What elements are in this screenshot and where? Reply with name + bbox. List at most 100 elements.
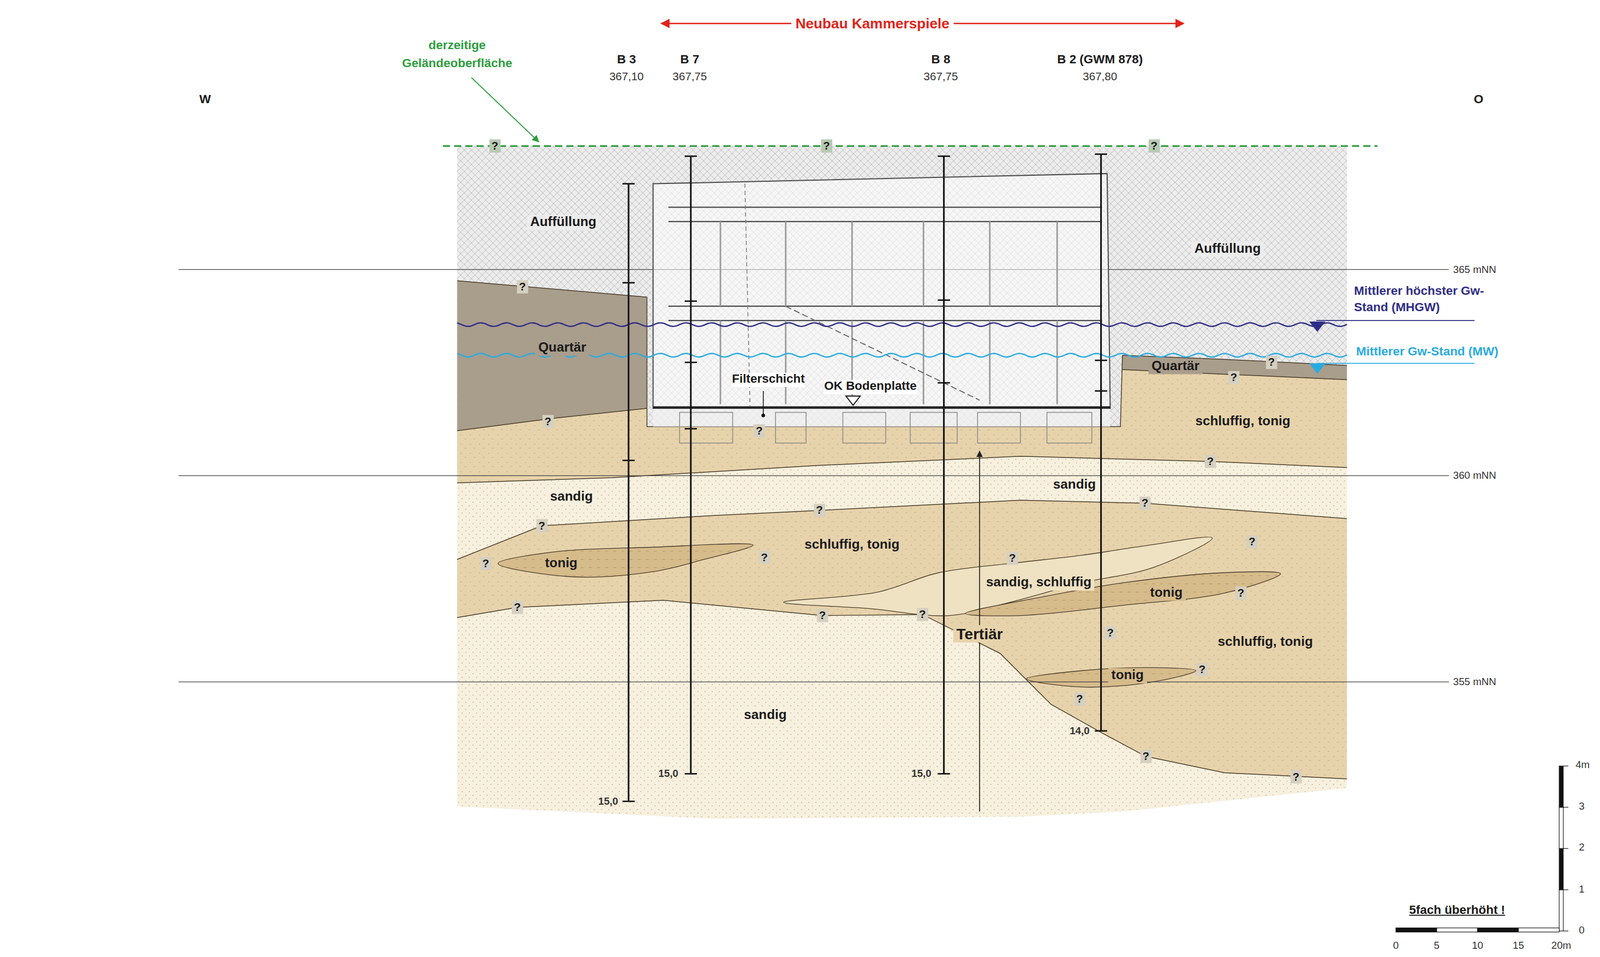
column [784,320,787,404]
borehole-tick [1094,359,1107,362]
borehole-tick [684,772,697,775]
column [922,221,925,307]
uncertainty-mark: ? [916,607,928,622]
mhgw-line [457,322,1348,326]
uncertainty-mark: ? [1204,454,1216,468]
leader-arrow [471,77,539,142]
uncertainty-mark: ? [1228,371,1240,385]
uncertainty-mark: ? [1073,692,1085,706]
borehole-tick [622,800,635,803]
borehole-tick [684,300,697,302]
uncertainty-mark: ? [753,424,765,438]
layer-label: sandig [741,707,791,724]
scale-segment [1518,927,1560,932]
uncertainty-mark: ? [489,139,501,153]
uncertainty-mark: ? [1104,625,1116,640]
layer-label: tonig [541,555,581,571]
layer-boundary [457,499,1348,559]
depth-label: 15,0 [911,767,931,780]
uncertainty-mark: ? [1140,749,1152,763]
leader-line [762,390,764,415]
mw-leader [1316,362,1475,364]
borehole [622,183,635,802]
column [784,221,787,307]
borehole [684,156,697,774]
lens [498,543,754,577]
layer-label: Filterschicht [731,372,805,387]
floor-slab [668,305,1103,307]
layer-label: Auffüllung [1191,241,1264,257]
borehole-elevation: 367,10 [609,69,644,83]
mw-marker [1309,363,1326,374]
mw-line [457,353,1348,357]
base-slab [653,406,1111,409]
foundation [843,412,887,443]
borehole-name: B 7 [680,52,700,68]
scale-segment [1559,848,1563,890]
direction-label: O [1473,92,1484,107]
scale-segment [1395,927,1437,932]
project-title: Neubau Kammerspiele [791,15,954,32]
foundation [1047,412,1092,443]
borehole-tick [937,381,950,384]
building-section [653,173,1111,444]
scale-label: 20m [1551,939,1572,952]
uncertainty-mark: ? [511,600,523,614]
scale-tick [1563,930,1569,931]
depth-label: 15,0 [598,795,618,808]
elevation-line [178,681,1449,683]
borehole-name: B 3 [617,52,637,68]
ground-surface [443,145,1378,147]
scale-label: 3 [1578,800,1585,813]
scale-segment [1559,765,1563,808]
scale-label: 0 [1393,939,1399,952]
uncertainty-mark: ? [1148,139,1160,153]
uncertainty-mark: ? [1139,496,1151,510]
uncertainty-mark: ? [1006,551,1018,565]
layer-label: sandig [1049,476,1100,493]
uncertainty-mark: ? [1196,662,1208,676]
uncertainty-mark: ? [536,518,548,533]
lens [1026,667,1196,688]
uncertainty-mark: ? [1266,355,1277,369]
borehole-tick [622,459,635,462]
foundation [775,412,807,443]
elevation-line [178,475,1449,476]
layer-label: sandig, schluffig [982,575,1095,591]
borehole [937,156,950,774]
mhgw-leader [1316,319,1475,321]
uncertainty-mark: ? [480,556,492,570]
borehole-line [1100,153,1102,731]
scale-tick [1563,806,1569,808]
scale-tick [1563,848,1569,849]
scale-segment [1559,807,1563,849]
uncertainty-mark: ? [816,608,828,622]
borehole-tick [622,282,635,284]
scale-label: 10 [1471,939,1484,952]
borehole-name: B 2 (GWM 878) [1057,52,1143,68]
uncertainty-mark: ? [1246,535,1258,549]
scale-tick [1563,888,1569,890]
layer-label: schluffig, tonig [1214,634,1316,650]
column [1056,320,1059,404]
borehole-tick [937,772,950,775]
lens [965,571,1281,616]
uncertainty-mark: ? [1290,769,1302,784]
foundation [910,412,958,443]
column [922,320,925,404]
elevation-label: 355 mNN [1451,675,1498,688]
surface-label: derzeitige Geländeoberfläche [385,35,529,73]
layer-boundary [457,280,648,297]
floor-slab [668,206,1103,208]
scale-segment [1477,927,1519,932]
scale-label: 15 [1512,939,1525,952]
scale-tick [1563,765,1569,767]
floor-slab [668,319,1103,321]
layer-label: schluffig, tonig [801,537,903,553]
geology-layers [457,145,1348,819]
scale-label: 1 [1578,882,1585,895]
scale-segment [1436,927,1478,932]
borehole-tick [1094,730,1107,732]
